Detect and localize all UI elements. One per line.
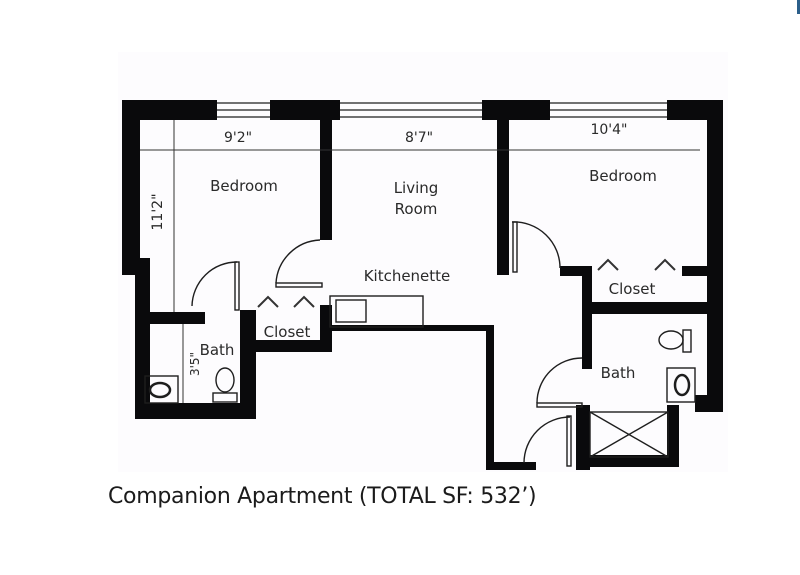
label-bedroom-right: Bedroom [589,167,657,185]
doors [191,221,583,467]
label-bedroom-left: Bedroom [210,177,278,195]
dimension-lines [140,120,700,403]
label-kitchenette: Kitchenette [364,267,451,285]
label-bath-left: Bath [200,341,235,359]
corner-accent [797,0,800,14]
label-closet-left: Closet [264,323,311,341]
walls [122,100,723,470]
fixtures [144,295,696,458]
label-closet-right: Closet [609,280,656,298]
label-living-line2: Room [395,200,438,218]
label-bath-right: Bath [601,364,636,382]
dim-bedroom-left-length: 11'2" [150,193,166,230]
windows [217,102,667,118]
dim-bath-left: 3'5" [188,352,202,376]
plan-caption: Companion Apartment (TOTAL SF: 532’) [108,484,537,509]
dim-living-width: 8'7" [405,130,433,146]
dim-bedroom-left-width: 9'2" [224,130,252,146]
dim-bedroom-right-width: 10'4" [590,122,627,138]
label-living-line1: Living [394,179,439,197]
room-labels: 9'2" 8'7" 10'4" 11'2" 3'5" Bedroom Livin… [150,122,657,382]
closet-bifold-doors [257,258,676,308]
